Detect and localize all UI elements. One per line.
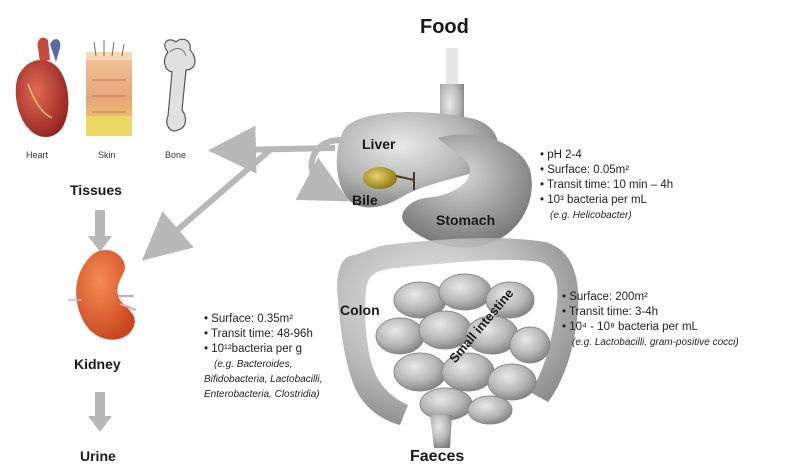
liver-label: Liver (362, 136, 395, 152)
faeces-label: Faeces (410, 448, 464, 466)
arrow-tissues-to-kidney (88, 210, 112, 252)
colon-surface: Surface: 0.35m² (211, 313, 293, 325)
colon-example-2: Bifidobacteria, Lactobacilli, (204, 372, 322, 387)
bone-icon (165, 39, 195, 131)
arrow-to-kidney (160, 150, 270, 245)
colon-bacteria: 10¹²bacteria per g (211, 343, 302, 355)
kidney-label: Kidney (74, 356, 121, 372)
heart-label: Heart (26, 150, 48, 160)
colon-example-1: (e.g. Bacteroides, (204, 357, 322, 372)
food-label: Food (420, 16, 469, 39)
stomach-label: Stomach (436, 212, 495, 228)
stomach-bacteria: 10³ bacteria per mL (547, 194, 647, 206)
colon-transit: Transit time: 48-96h (211, 328, 313, 340)
tissues-heading: Tissues (70, 182, 122, 198)
bone-label: Bone (165, 150, 186, 160)
urine-label: Urine (80, 448, 116, 464)
si-example: (e.g. Lactobacilli, gram-positive cocci) (562, 335, 739, 350)
si-surface: Surface: 200m² (569, 291, 648, 303)
si-transit: Transit time: 3-4h (569, 306, 658, 318)
colon-info: • Surface: 0.35m² • Transit time: 48-96h… (204, 312, 322, 402)
heart-icon (16, 38, 69, 137)
colon-example-3: Enterobacteria, Clostridia) (204, 387, 322, 402)
skin-label: Skin (98, 150, 116, 160)
stomach-surface: Surface: 0.05m² (547, 164, 629, 176)
skin-icon (86, 40, 132, 136)
arrow-to-tissues (232, 148, 335, 150)
rectum-shape (430, 415, 452, 448)
colon-label: Colon (340, 302, 380, 318)
stomach-info: • pH 2-4 • Surface: 0.05m² • Transit tim… (540, 148, 673, 223)
bile-label: Bile (352, 192, 378, 208)
small-intestine-info: • Surface: 200m² • Transit time: 3-4h • … (562, 290, 739, 350)
stomach-ph: pH 2-4 (547, 149, 582, 161)
kidney-icon (68, 250, 136, 340)
stomach-example: (e.g. Helicobacter) (540, 208, 673, 223)
stomach-transit: Transit time: 10 min – 4h (547, 179, 673, 191)
si-bacteria: 10⁴ - 10⁸ bacteria per mL (569, 321, 698, 333)
arrow-kidney-to-urine (88, 392, 112, 432)
